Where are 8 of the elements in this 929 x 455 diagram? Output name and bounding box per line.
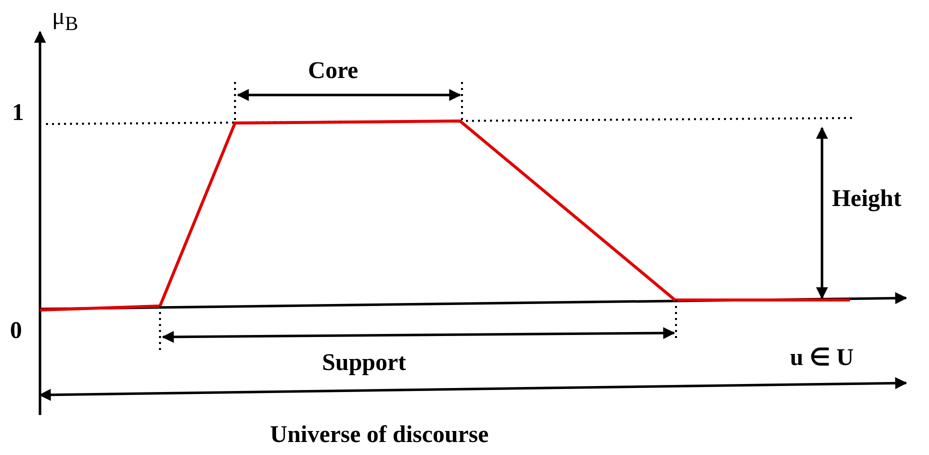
dimension-label: Height [832, 186, 902, 212]
dimension-label: Support [322, 350, 406, 376]
axis-label: μ$_{B}$ [52, 4, 78, 35]
dimension-label: Universe of discourse [270, 422, 489, 448]
tick-label: 1 [12, 100, 24, 126]
dimension-label: Core [308, 58, 358, 84]
axis-label: u ∈ U [790, 345, 854, 372]
tick-label: 0 [10, 318, 22, 344]
